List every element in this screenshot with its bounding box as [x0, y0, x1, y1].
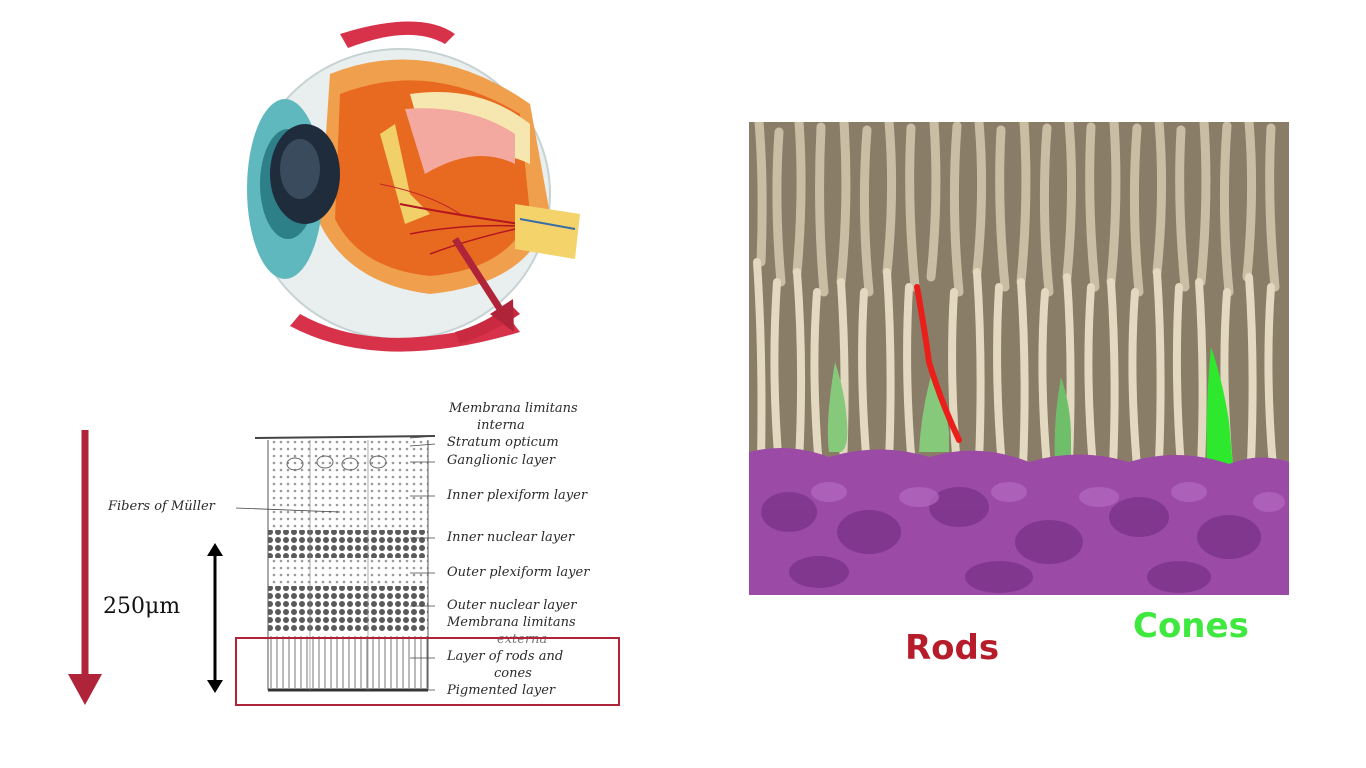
label-outer-nuclear-layer: Outer nuclear layer [447, 598, 577, 613]
label-pigmented-layer: Pigmented layer [447, 683, 556, 698]
cones-label: Cones [1133, 606, 1249, 646]
leader-lines [230, 400, 450, 700]
scale-label: 250μm [103, 594, 181, 619]
retina-histology [250, 432, 440, 697]
label-interna: interna [477, 418, 525, 433]
label-membrana-limitans-externa: Membrana limitans [447, 615, 576, 630]
rods-cones-highlight-box [235, 637, 620, 706]
depth-arrow [66, 430, 106, 710]
label-ganglionic-layer: Ganglionic layer [447, 453, 556, 468]
label-inner-plexiform-layer: Inner plexiform layer [447, 488, 588, 503]
label-stratum-opticum: Stratum opticum [447, 435, 559, 450]
label-inner-nuclear-layer: Inner nuclear layer [447, 530, 575, 545]
scale-arrow [203, 542, 227, 694]
label-membrana-limitans-interna: Membrana limitans [449, 401, 578, 416]
label-externa: externa [497, 632, 548, 647]
label-layer-of-rods-and-cones: Layer of rods and [447, 649, 564, 664]
label-fibers-of-muller: Fibers of Müller [108, 499, 215, 514]
photoreceptor-micrograph [749, 122, 1289, 595]
rods-label: Rods [905, 628, 1000, 668]
eye-illustration [230, 14, 590, 359]
label-outer-plexiform-layer: Outer plexiform layer [447, 565, 590, 580]
label-cones: cones [494, 666, 532, 681]
